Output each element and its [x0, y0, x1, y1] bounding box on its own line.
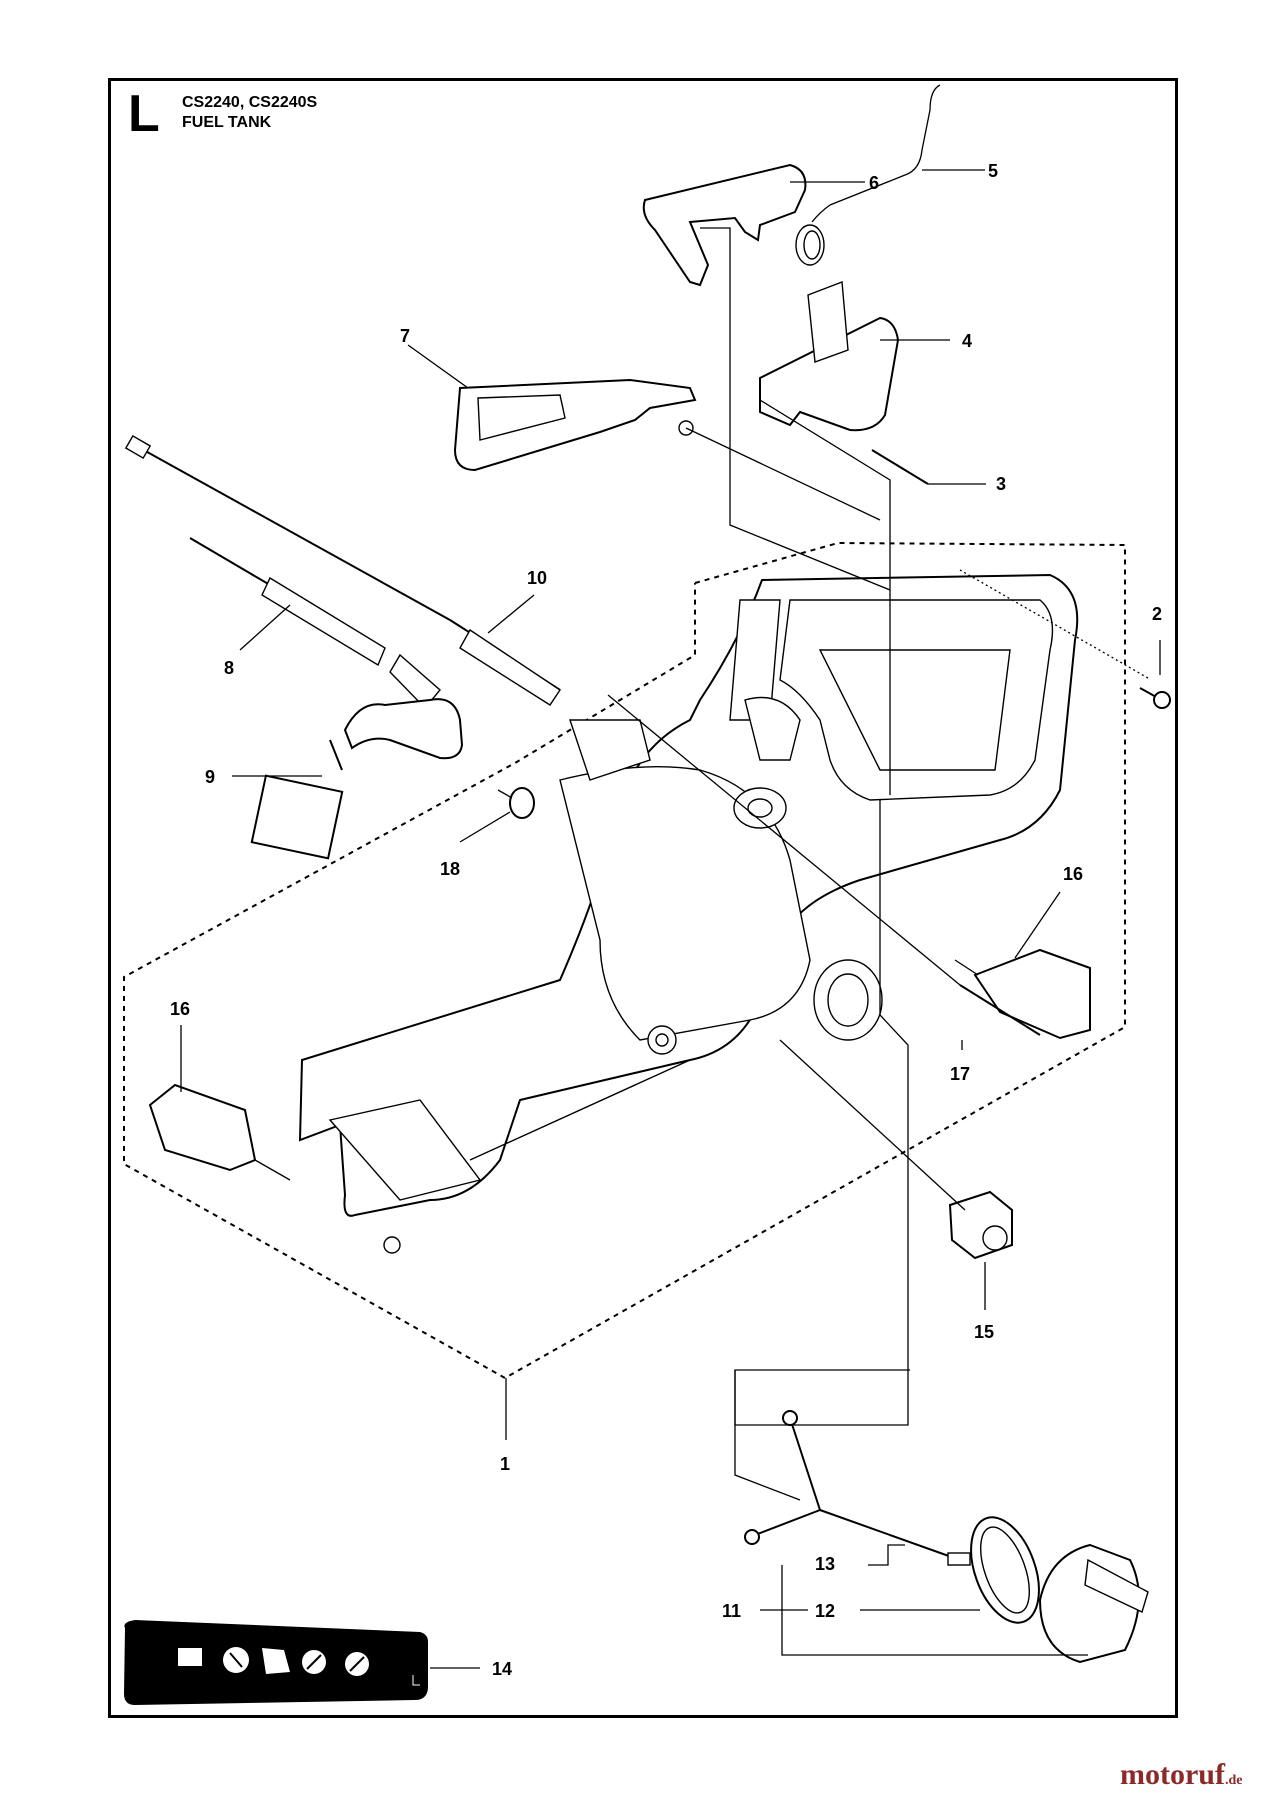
part-screw [1139, 687, 1171, 709]
part-torsion-spring [795, 224, 825, 266]
fuel-tank-body [298, 573, 1079, 1254]
section-letter: L [128, 85, 160, 143]
part-av-spring-right [954, 948, 1091, 1040]
part-throttle-trigger [642, 163, 807, 287]
callout-3: 3 [996, 474, 1006, 494]
callout-18: 18 [440, 859, 460, 879]
callout-2: 2 [1152, 604, 1162, 624]
part-pin [871, 449, 929, 485]
part-rod-assembly [124, 434, 561, 706]
kickback-icon [262, 1648, 290, 1674]
watermark-suffix: .de [1224, 1773, 1243, 1788]
diagram-frame [108, 78, 1178, 1718]
part-spring-wire [811, 84, 941, 223]
part-fuel-pickup [744, 1410, 971, 1566]
callout-16-right: 16 [1063, 864, 1083, 884]
callout-8: 8 [224, 658, 234, 678]
assembly-boundary [123, 541, 1126, 1380]
callout-11: 11 [722, 1601, 741, 1621]
leader-lines [180, 169, 1161, 1669]
callout-6: 6 [869, 173, 879, 193]
callout-15: 15 [974, 1322, 994, 1342]
watermark-brand: motoruf [1120, 1758, 1225, 1791]
callout-16-left: 16 [170, 999, 190, 1019]
part-tank-plug [948, 1190, 1013, 1260]
part-fuel-cap-oring [970, 1516, 1040, 1624]
part-av-spring-left [148, 1083, 291, 1181]
part-throttle-lockout [759, 316, 900, 432]
callout-13: 13 [815, 1554, 835, 1574]
callout-1: 1 [500, 1454, 510, 1474]
callout-5: 5 [988, 161, 998, 181]
model-numbers: CS2240, CS2240S [182, 94, 318, 111]
callout-12: 12 [815, 1601, 835, 1621]
part-fuel-cap [1038, 1543, 1149, 1664]
part-bushing [497, 787, 535, 819]
site-watermark: motoruf.de [1120, 1758, 1242, 1792]
callout-4: 4 [962, 331, 972, 351]
part-av-pin [959, 984, 1041, 1036]
callout-10: 10 [527, 568, 547, 588]
part-warning-label [124, 1620, 428, 1705]
manual-icon [178, 1648, 202, 1666]
callout-14: 14 [492, 1659, 512, 1679]
callout-9: 9 [205, 767, 215, 787]
callout-labels: 1 2 3 4 5 6 7 8 9 10 11 12 13 14 15 16 1… [170, 161, 1162, 1679]
callout-7: 7 [400, 326, 410, 346]
part-fuel-hose [189, 537, 441, 710]
callout-17: 17 [950, 1064, 970, 1084]
part-fuel-filter [250, 698, 464, 860]
section-title: FUEL TANK [182, 114, 272, 131]
